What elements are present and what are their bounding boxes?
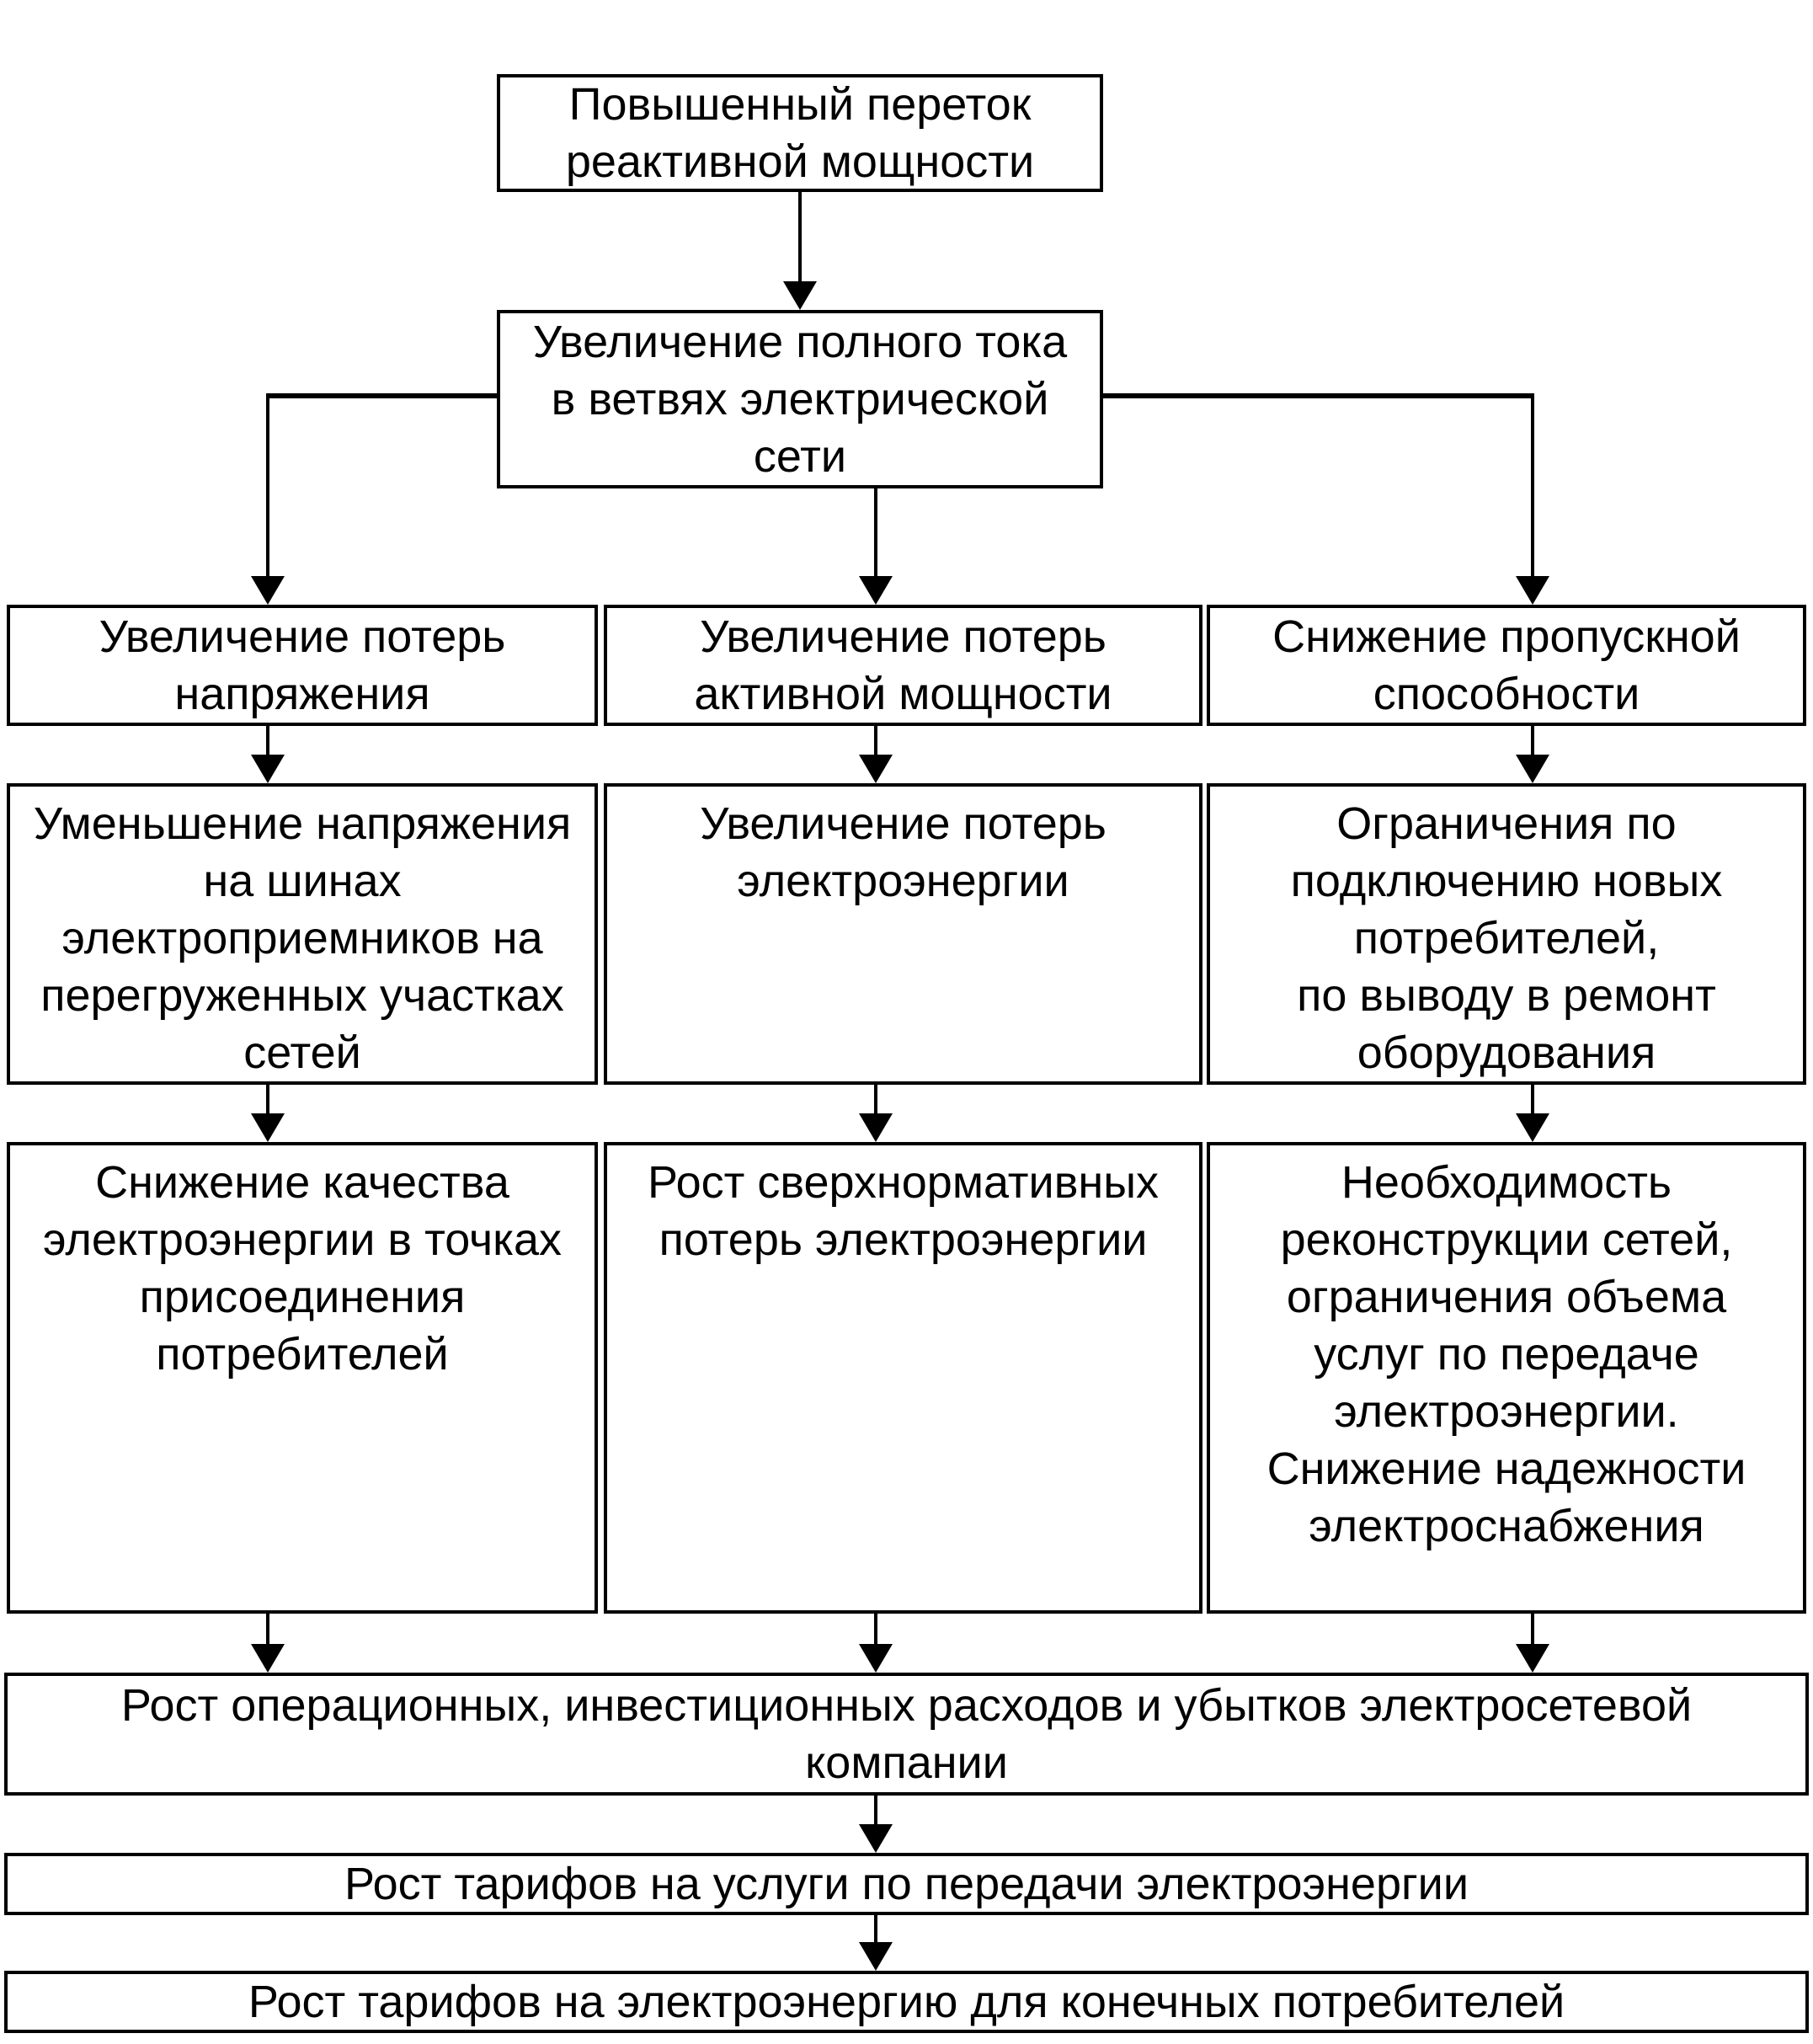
node-reconstruction-need: Необходимость реконструкции сетей, огран… xyxy=(1207,1142,1806,1614)
arrow-root-to-current-stem xyxy=(798,192,802,281)
arrow-to-capacity-reduction-head xyxy=(1516,576,1549,605)
node-full-current-increase: Увеличение полного тока в ветвях электри… xyxy=(497,310,1103,488)
arrow-l3-right-stem xyxy=(1531,726,1534,755)
node-voltage-losses: Увеличение потерь напряжения xyxy=(7,605,598,726)
node-company-costs: Рост операционных, инвестиционных расход… xyxy=(4,1673,1809,1796)
connector-right-horizontal xyxy=(1103,393,1534,398)
node-capacity-reduction: Снижение пропускной способности xyxy=(1207,605,1806,726)
arrow-l5-right-head xyxy=(1516,1644,1549,1673)
arrow-l3-middle-stem xyxy=(874,726,877,755)
arrow-l3-left-head xyxy=(251,755,285,783)
node-reactive-power-flow: Повышенный переток реактивной мощности xyxy=(497,74,1103,192)
arrow-costs-to-tariffs-stem xyxy=(874,1796,877,1824)
node-bus-voltage-drop: Уменьшение напряжения на шинах электропр… xyxy=(7,783,598,1085)
arrow-tariffs-to-consumer-head xyxy=(859,1942,893,1971)
arrow-to-voltage-losses-head xyxy=(251,576,285,605)
arrow-tariffs-to-consumer-stem xyxy=(874,1915,877,1942)
arrow-l5-left-stem xyxy=(266,1614,269,1644)
arrow-l4-left-head xyxy=(251,1113,285,1142)
node-active-power-losses: Увеличение потерь активной мощности xyxy=(604,605,1202,726)
node-transmission-tariffs: Рост тарифов на услуги по передачи элект… xyxy=(4,1853,1809,1915)
arrow-to-active-power-losses-head xyxy=(859,576,893,605)
connector-right-vertical xyxy=(1531,393,1534,576)
arrow-l4-right-head xyxy=(1516,1113,1549,1142)
arrow-l4-right-stem xyxy=(1531,1085,1534,1113)
arrow-l3-right-head xyxy=(1516,755,1549,783)
arrow-costs-to-tariffs-head xyxy=(859,1824,893,1853)
arrow-l4-middle-stem xyxy=(874,1085,877,1113)
connector-left-horizontal xyxy=(268,393,497,398)
connector-middle-vertical xyxy=(874,488,877,576)
node-connection-limits: Ограничения по подключению новых потреби… xyxy=(1207,783,1806,1085)
arrow-l3-left-stem xyxy=(266,726,269,755)
node-consumer-tariffs: Рост тарифов на электроэнергию для конеч… xyxy=(4,1971,1809,2033)
arrow-l4-middle-head xyxy=(859,1113,893,1142)
connector-left-vertical xyxy=(266,393,269,576)
arrow-l5-middle-head xyxy=(859,1644,893,1673)
arrow-l4-left-stem xyxy=(266,1085,269,1113)
node-excess-losses: Рост сверхнормативных потерь электроэнер… xyxy=(604,1142,1202,1614)
arrow-l5-left-head xyxy=(251,1644,285,1673)
arrow-l3-middle-head xyxy=(859,755,893,783)
arrow-root-to-current-head xyxy=(783,281,817,310)
arrow-l5-right-stem xyxy=(1531,1614,1534,1644)
node-quality-reduction: Снижение качества электроэнергии в точка… xyxy=(7,1142,598,1614)
node-energy-losses: Увеличение потерь электроэнергии xyxy=(604,783,1202,1085)
arrow-l5-middle-stem xyxy=(874,1614,877,1644)
